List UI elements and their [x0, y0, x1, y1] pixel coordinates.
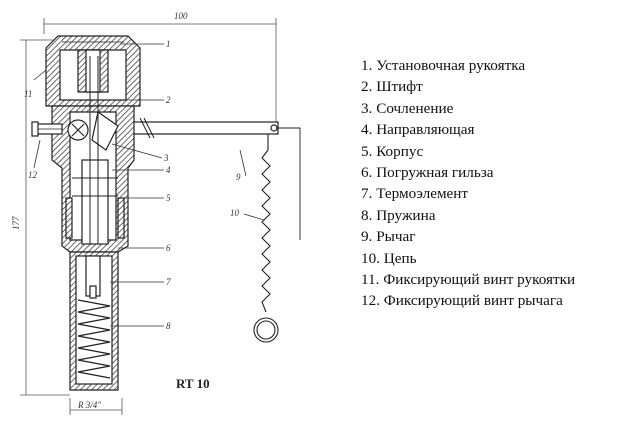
legend-item: 3. Сочленение: [361, 99, 454, 117]
legend-item: 1. Установочная рукоятка: [361, 57, 526, 74]
legend-item: 9. Рычаг: [361, 228, 416, 246]
legend-item: 10. Цепь: [361, 249, 417, 267]
legend-item: 4. Направляющая: [361, 121, 475, 139]
legend-item: 12. Фиксирующий винт рычага: [361, 292, 563, 310]
legend-item: 7. Термоэлемент: [361, 185, 469, 203]
legend-item: 2. Штифт: [361, 78, 423, 96]
callout-8: 8: [166, 321, 171, 331]
legend-item: 5. Корпус: [361, 142, 424, 160]
lever-fixing-screw: [31, 121, 63, 137]
callout-5: 5: [166, 193, 171, 203]
callout-10: 10: [230, 208, 240, 218]
callout-leaders: [33, 43, 265, 327]
callout-1: 1: [166, 39, 171, 49]
model-label: RT 10: [176, 376, 210, 391]
spring: [77, 299, 111, 379]
callout-11: 11: [24, 89, 32, 99]
dimension-top-label: 100: [174, 11, 188, 21]
chain: [253, 127, 301, 343]
dimension-thread-label: R 3/4": [77, 400, 101, 410]
dimension-side-label: 177: [11, 216, 21, 230]
parts-legend: 1. Установочная рукоятка 2. Штифт 3. Соч…: [361, 55, 575, 312]
legend-item: 11. Фиксирующий винт рукоятки: [361, 271, 576, 289]
callout-3: 3: [163, 153, 169, 163]
callout-2: 2: [166, 95, 171, 105]
handle-cap: [45, 35, 141, 107]
callout-7: 7: [166, 277, 171, 287]
callout-9: 9: [236, 172, 241, 182]
legend-item: 8. Пружина: [361, 206, 436, 224]
callout-12: 12: [28, 170, 38, 180]
callout-6: 6: [166, 243, 171, 253]
legend-item: 6. Погружная гильза: [361, 164, 494, 182]
dimension-lines: [20, 18, 277, 415]
housing-body: [51, 56, 135, 253]
callout-4: 4: [166, 165, 171, 175]
